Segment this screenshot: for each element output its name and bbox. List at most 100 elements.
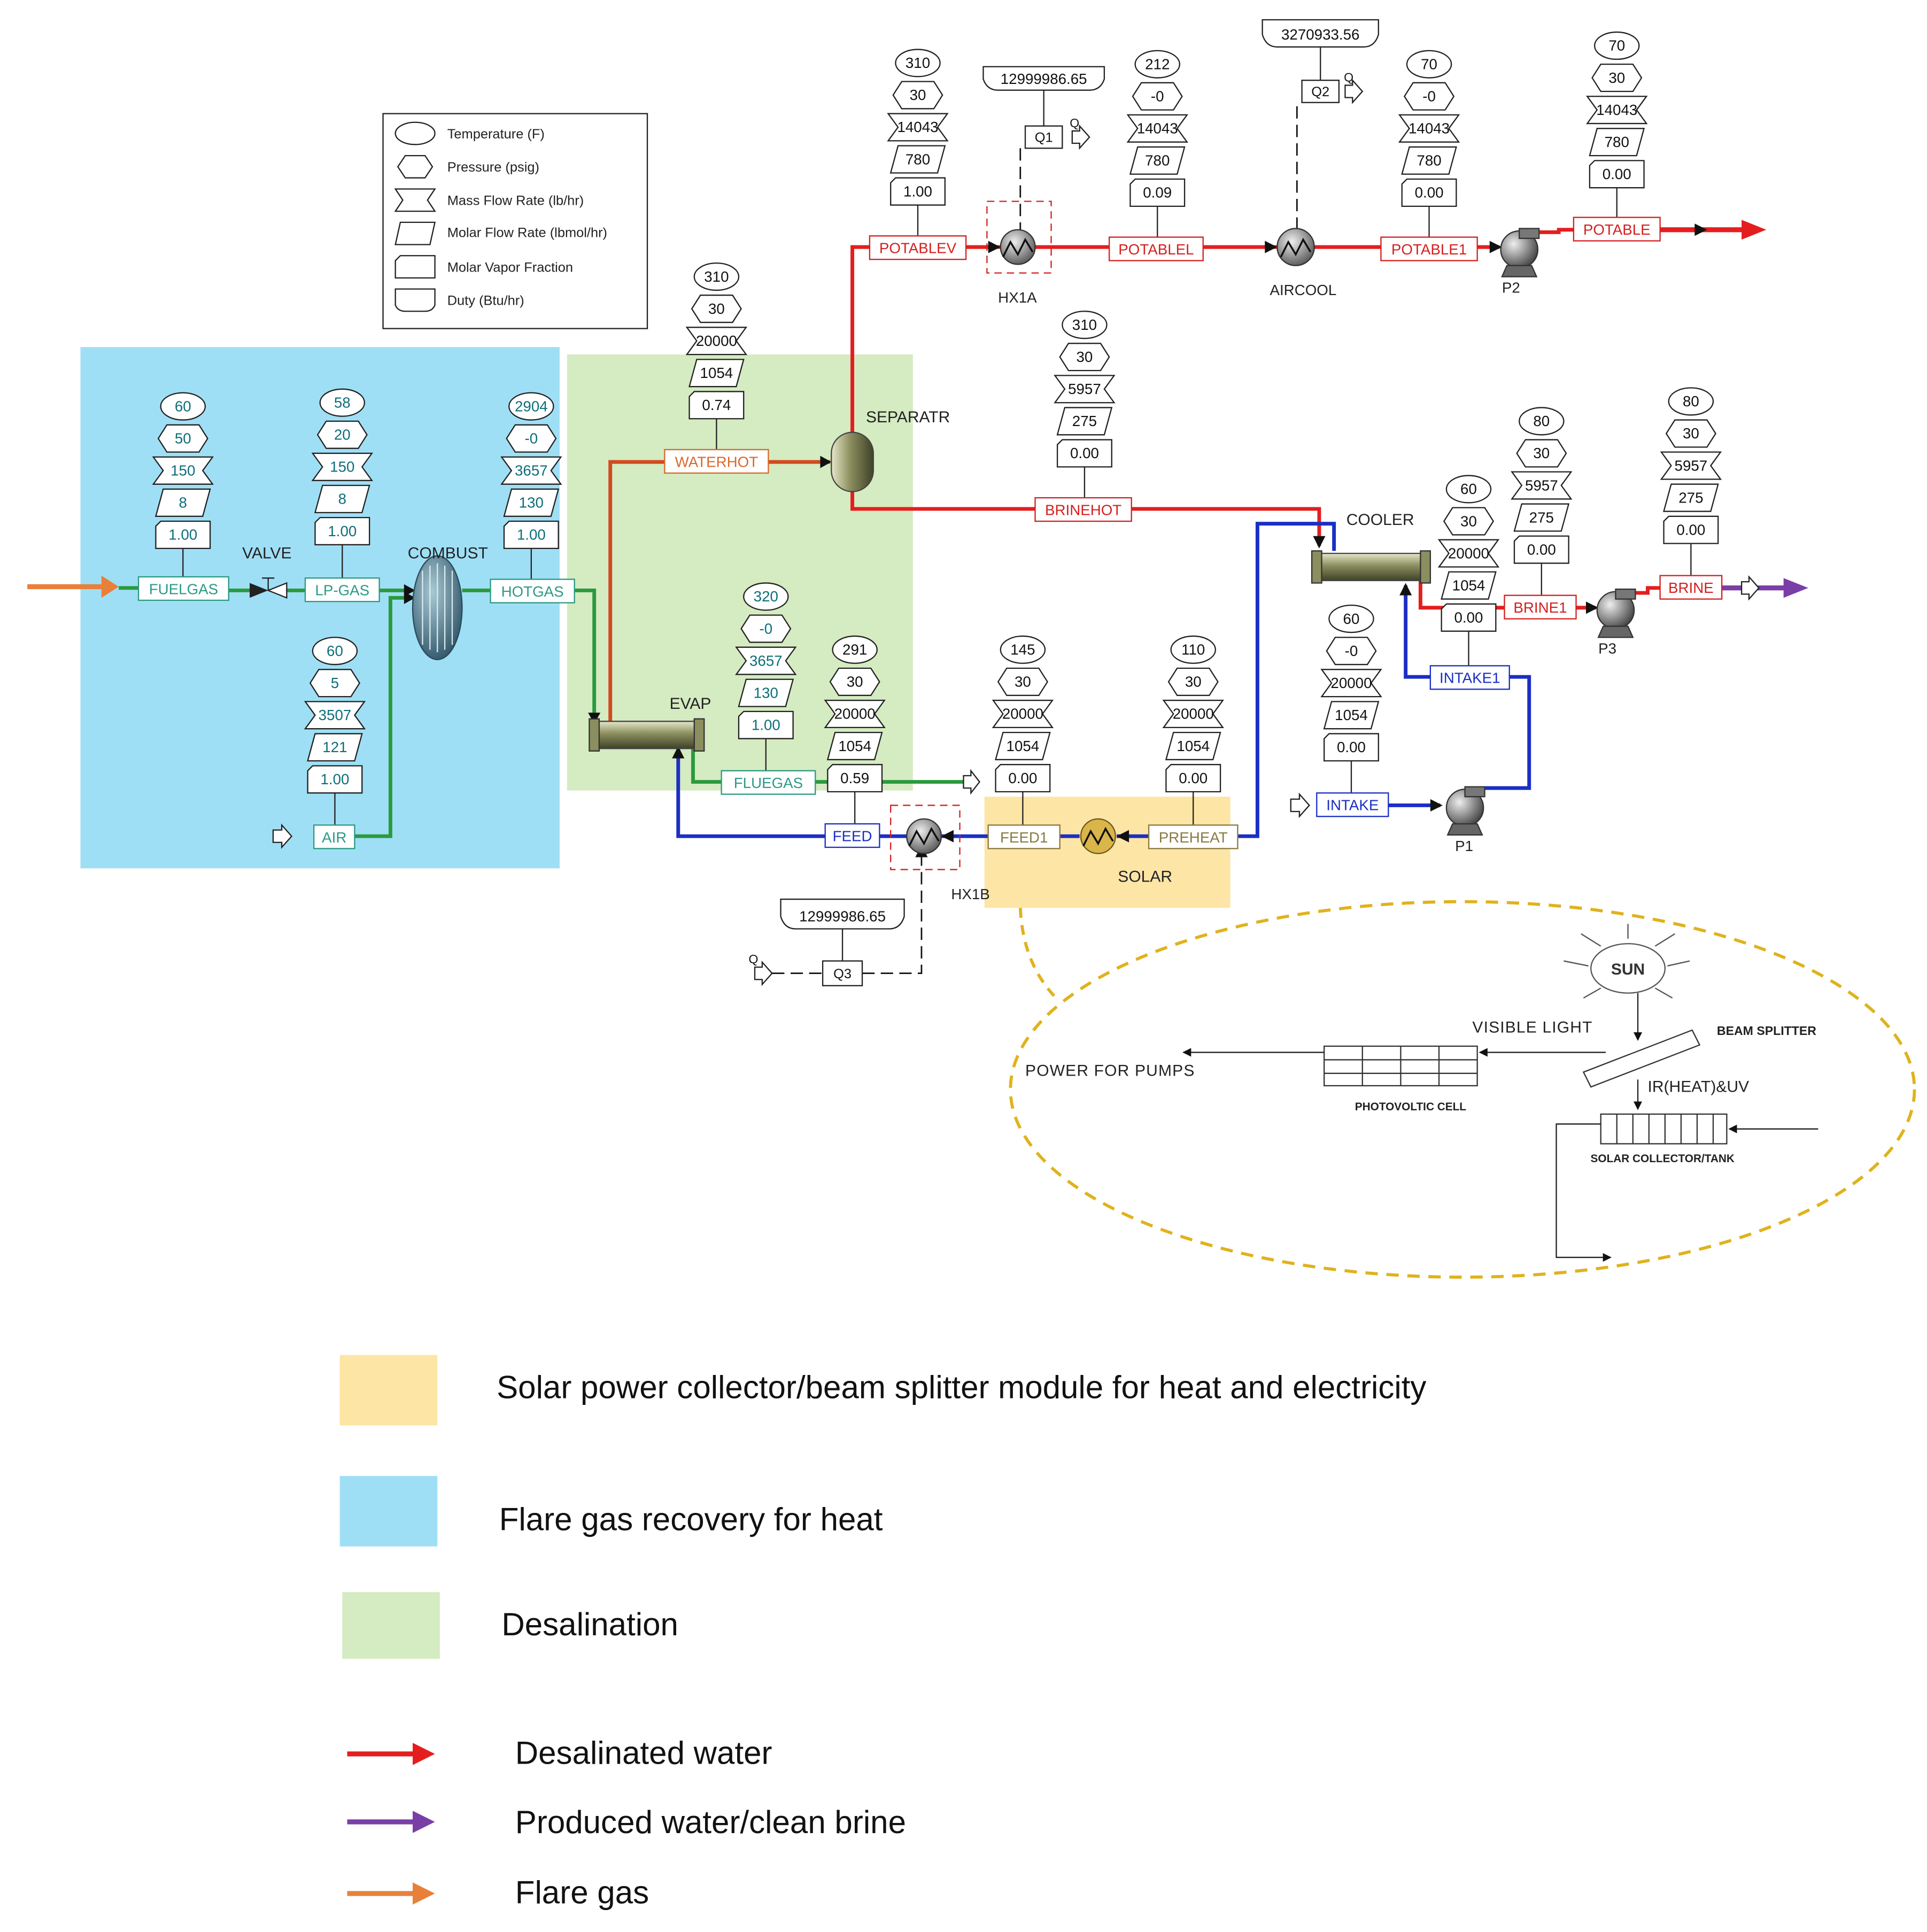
zone-legend-swatch-solar [339, 1355, 438, 1426]
aircool-exchanger[interactable] [1276, 228, 1315, 266]
stream-molarflow-shape [1165, 731, 1221, 761]
q2-duty-value: 3270933.56 [1281, 26, 1359, 43]
stream-pressure-shape [1059, 343, 1110, 372]
separator-drum[interactable] [831, 431, 874, 492]
stream-massflow-shape [1437, 539, 1500, 568]
stream-massflow-shape [1398, 114, 1460, 143]
stream-temperature-value: 310 [906, 55, 930, 71]
stream-tag-label: FEED1 [1000, 829, 1048, 846]
stream-vapor-fraction-value: 0.00 [1179, 770, 1208, 786]
sun-label: SUN [1611, 961, 1645, 978]
stream-tag-label: HOTGAS [501, 583, 564, 600]
stream-temperature-shape [1445, 475, 1492, 504]
stream-molar-flow-value: 1054 [1007, 738, 1040, 754]
stream-tag-box [1429, 665, 1510, 690]
stream-pressure-value: 30 [1533, 445, 1550, 461]
q3-marker: Q [748, 952, 758, 966]
combustor[interactable] [412, 555, 463, 660]
photovoltic-cell-label: PHOTOVOLTIC CELL [1355, 1101, 1467, 1113]
stream-massflow-shape [1586, 96, 1648, 125]
stream-mass-flow-value: 20000 [1448, 545, 1489, 561]
stream-molar-flow-value: 780 [1605, 134, 1629, 150]
stream-vapor-fraction-value: 1.00 [752, 717, 780, 733]
stream-temperature-shape [832, 635, 878, 664]
cooler-label: COOLER [1346, 511, 1414, 529]
stream-massflow-shape [152, 456, 214, 485]
beam-splitter-plate [1582, 1029, 1701, 1088]
stream-molarflow-shape [307, 733, 363, 762]
stream-pressure-shape [1591, 63, 1643, 92]
legend-mass-flow: Mass Flow Rate (lb/hr) [447, 194, 584, 208]
stream-tag-box [987, 824, 1061, 849]
stream-pressure-value: 30 [1185, 674, 1202, 690]
zone-legend-swatch-flare [339, 1476, 438, 1547]
stream-temperature-value: 310 [704, 268, 729, 285]
hx1a-label: HX1A [998, 289, 1037, 306]
stream-pressure-value: -0 [1422, 88, 1436, 104]
zone-legend-swatch-desal [342, 1592, 440, 1659]
stream-mass-flow-value: 5957 [1068, 381, 1101, 397]
solar-heater[interactable] [1080, 818, 1116, 854]
stream-pressure-shape [1326, 637, 1377, 666]
stream-pressure-shape [316, 420, 368, 449]
stream-temperature-value: 60 [327, 643, 343, 659]
valve-label: VALVE [242, 544, 291, 562]
stream-massflow-shape [1660, 451, 1722, 480]
stream-molar-flow-value: 275 [1529, 509, 1554, 525]
stream-vapor-fraction-value: 0.09 [1143, 184, 1172, 201]
stream-temperature-shape [1170, 635, 1216, 664]
stream-tag-label: BRINE [1668, 579, 1714, 596]
evaporator[interactable] [589, 718, 705, 752]
stream-pressure-shape [1403, 82, 1455, 111]
stream-pressure-value: 30 [1683, 425, 1699, 442]
stream-data-layer: 605015081.00FUELGAS582015081.00LP-GAS290… [137, 31, 1723, 849]
stream-temperature-shape [1134, 50, 1180, 79]
pump-p2[interactable] [1500, 228, 1540, 277]
stream-tag-box [490, 578, 575, 604]
intake-inlet-arrow [1290, 792, 1310, 818]
intake1-to-cooler-line [1404, 585, 1430, 679]
stream-tag-label: WATERHOT [675, 453, 759, 470]
stream-temperature-value: 110 [1181, 642, 1205, 658]
legend-duty: Duty (Btu/hr) [447, 293, 524, 308]
pump-p3[interactable] [1596, 588, 1636, 638]
solar-collector-label: SOLAR COLLECTOR/TANK [1591, 1153, 1735, 1165]
cooler-exchanger[interactable] [1311, 550, 1431, 584]
stream-mass-flow-value: 20000 [834, 706, 876, 722]
stream-molar-flow-value: 1054 [1177, 738, 1210, 754]
hx1a-exchanger[interactable] [986, 200, 1052, 274]
stream-molar-flow-value: 275 [1678, 489, 1703, 506]
stream-temperature-value: 291 [842, 642, 867, 658]
stream-molar-flow-value: 130 [754, 684, 778, 701]
stream-molar-flow-value: 130 [519, 494, 544, 511]
stream-mass-flow-value: 5957 [1675, 457, 1708, 474]
pump-p1[interactable] [1445, 786, 1485, 836]
hx1b-label: HX1B [951, 886, 989, 902]
hx1b-exchanger[interactable] [890, 805, 961, 870]
stream-mass-flow-value: 3657 [515, 462, 548, 479]
valve[interactable] [250, 577, 288, 599]
fluegas-outlet-arrow [963, 769, 981, 795]
stream-molarflow-shape [1513, 503, 1570, 532]
stream-temperature-shape [160, 392, 206, 421]
stream-molar-flow-value: 8 [179, 494, 187, 511]
